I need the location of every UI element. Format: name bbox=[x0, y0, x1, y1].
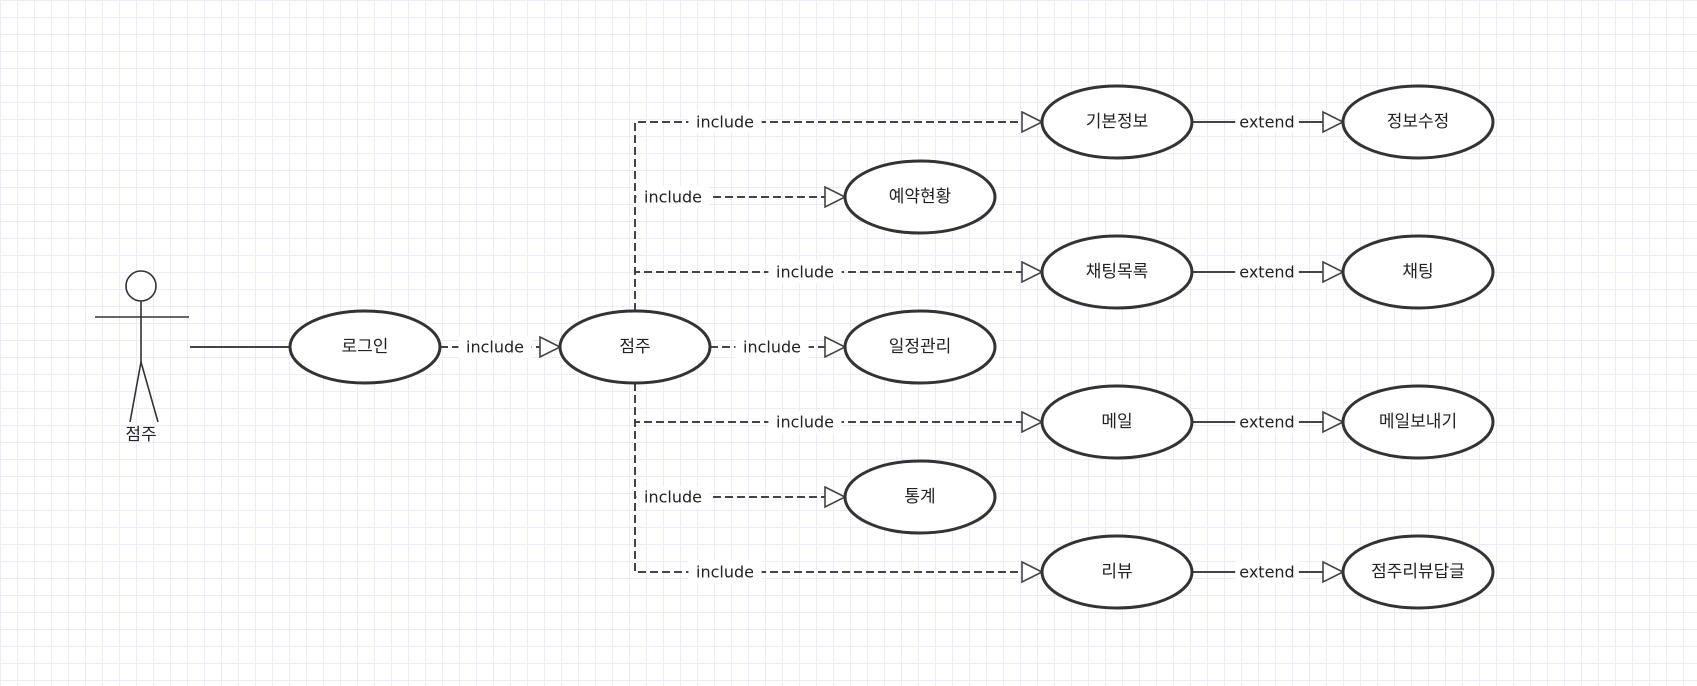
use-case-label: 기본정보 bbox=[1086, 112, 1149, 132]
relation-owner-to-basic_info: include bbox=[634, 110, 1044, 311]
use-case-ellipse bbox=[1341, 234, 1495, 310]
relation-line bbox=[634, 271, 1042, 311]
open-arrowhead-icon bbox=[1322, 560, 1345, 584]
actor[interactable]: 점주 bbox=[95, 270, 189, 445]
use-case-ellipse bbox=[1040, 384, 1194, 460]
use-case-label: 예약현황 bbox=[889, 187, 952, 207]
relation-label-background bbox=[636, 186, 710, 208]
relation-label-background bbox=[1235, 261, 1299, 283]
open-arrowhead-icon bbox=[824, 485, 847, 509]
use-case-review[interactable]: 리뷰 bbox=[1040, 534, 1194, 610]
relation-label: extend bbox=[1239, 413, 1294, 432]
relation-owner-to-mail: include bbox=[634, 383, 1044, 434]
relation-label-background bbox=[1235, 111, 1299, 133]
relation-chat_list-to-chat: extend bbox=[1192, 260, 1345, 284]
relation-owner-to-review: include bbox=[634, 383, 1044, 584]
use-case-ellipse bbox=[1341, 384, 1495, 460]
use-case-label: 통계 bbox=[904, 487, 935, 507]
use-case-ellipse bbox=[558, 309, 712, 385]
relation-mail-to-send_mail: extend bbox=[1192, 410, 1345, 434]
use-case-ellipse bbox=[288, 309, 442, 385]
open-arrowhead-icon bbox=[539, 335, 562, 359]
relation-owner-to-statistics: include bbox=[634, 383, 847, 509]
actor-label: 점주 bbox=[125, 425, 156, 445]
use-case-label: 채팅목록 bbox=[1086, 262, 1149, 282]
open-arrowhead-icon bbox=[1322, 260, 1345, 284]
use-case-ellipse bbox=[1040, 534, 1194, 610]
relation-label-background bbox=[1235, 411, 1299, 433]
relation-label: include bbox=[776, 263, 834, 282]
use-case-ellipse bbox=[843, 459, 997, 535]
use-case-statistics[interactable]: 통계 bbox=[843, 459, 997, 535]
relation-label: include bbox=[696, 113, 754, 132]
use-case-basic-info[interactable]: 기본정보 bbox=[1040, 84, 1194, 160]
relation-label-background bbox=[688, 561, 762, 583]
relation-login-to-owner: include bbox=[440, 335, 562, 359]
relation-label: include bbox=[696, 563, 754, 582]
relation-label-background bbox=[1235, 561, 1299, 583]
relation-label: include bbox=[466, 338, 524, 357]
use-case-ellipse bbox=[1341, 534, 1495, 610]
use-case-reservation-status[interactable]: 예약현황 bbox=[843, 159, 997, 235]
relation-label-background bbox=[768, 261, 842, 283]
actor-head bbox=[125, 270, 157, 302]
open-arrowhead-icon bbox=[824, 335, 847, 359]
use-case-label: 메일 bbox=[1101, 412, 1132, 432]
use-case-ellipse bbox=[1341, 84, 1495, 160]
use-case-review-reply[interactable]: 점주리뷰답글 bbox=[1341, 534, 1495, 610]
open-arrowhead-icon bbox=[1322, 110, 1345, 134]
relation-owner-to-reservation_status: include bbox=[634, 185, 847, 311]
relation-owner-to-chat_list: include bbox=[634, 260, 1044, 311]
open-arrowhead-icon bbox=[824, 185, 847, 209]
use-case-ellipse bbox=[843, 159, 997, 235]
use-case-label: 점주리뷰답글 bbox=[1371, 562, 1465, 582]
relation-owner-to-schedule: include bbox=[710, 335, 847, 359]
actor-right-leg bbox=[140, 361, 159, 423]
use-case-ellipse bbox=[843, 309, 997, 385]
relation-label-background bbox=[735, 336, 809, 358]
relation-label: include bbox=[644, 188, 702, 207]
relation-label: include bbox=[743, 338, 801, 357]
open-arrowhead-icon bbox=[1322, 410, 1345, 434]
relation-line bbox=[634, 383, 1042, 573]
use-case-mail[interactable]: 메일 bbox=[1040, 384, 1194, 460]
use-case-chat-list[interactable]: 채팅목록 bbox=[1040, 234, 1194, 310]
use-case-ellipse bbox=[1040, 234, 1194, 310]
use-case-label: 점주 bbox=[619, 337, 650, 357]
use-case-send-mail[interactable]: 메일보내기 bbox=[1341, 384, 1495, 460]
use-case-label: 정보수정 bbox=[1387, 112, 1450, 132]
relation-label-background bbox=[636, 486, 710, 508]
use-case-label: 리뷰 bbox=[1101, 562, 1132, 582]
use-case-label: 채팅 bbox=[1402, 262, 1433, 282]
open-arrowhead-icon bbox=[1021, 410, 1044, 434]
relation-basic_info-to-edit_info: extend bbox=[1192, 110, 1345, 134]
relation-label: extend bbox=[1239, 563, 1294, 582]
relation-label-background bbox=[458, 336, 532, 358]
relation-label: extend bbox=[1239, 263, 1294, 282]
use-case-edit-info[interactable]: 정보수정 bbox=[1341, 84, 1495, 160]
relation-label: include bbox=[644, 488, 702, 507]
relation-label: extend bbox=[1239, 113, 1294, 132]
use-case-label: 메일보내기 bbox=[1379, 412, 1457, 432]
use-case-login[interactable]: 로그인 bbox=[288, 309, 442, 385]
open-arrowhead-icon bbox=[1021, 260, 1044, 284]
open-arrowhead-icon bbox=[1021, 560, 1044, 584]
actor-left-leg bbox=[129, 361, 142, 423]
use-case-label: 일정관리 bbox=[889, 337, 952, 357]
use-case-chat[interactable]: 채팅 bbox=[1341, 234, 1495, 310]
use-case-label: 로그인 bbox=[342, 337, 389, 357]
open-arrowhead-icon bbox=[1021, 110, 1044, 134]
relation-line bbox=[634, 383, 845, 498]
relations-layer: include include include include include inclu… bbox=[190, 110, 1345, 584]
use-case-ellipse bbox=[1040, 84, 1194, 160]
relation-line bbox=[634, 196, 845, 311]
relation-label: include bbox=[776, 413, 834, 432]
relation-label-background bbox=[768, 411, 842, 433]
use-case-schedule[interactable]: 일정관리 bbox=[843, 309, 997, 385]
relation-label-background bbox=[688, 111, 762, 133]
use-case-owner[interactable]: 점주 bbox=[558, 309, 712, 385]
relation-review-to-review_reply: extend bbox=[1192, 560, 1345, 584]
